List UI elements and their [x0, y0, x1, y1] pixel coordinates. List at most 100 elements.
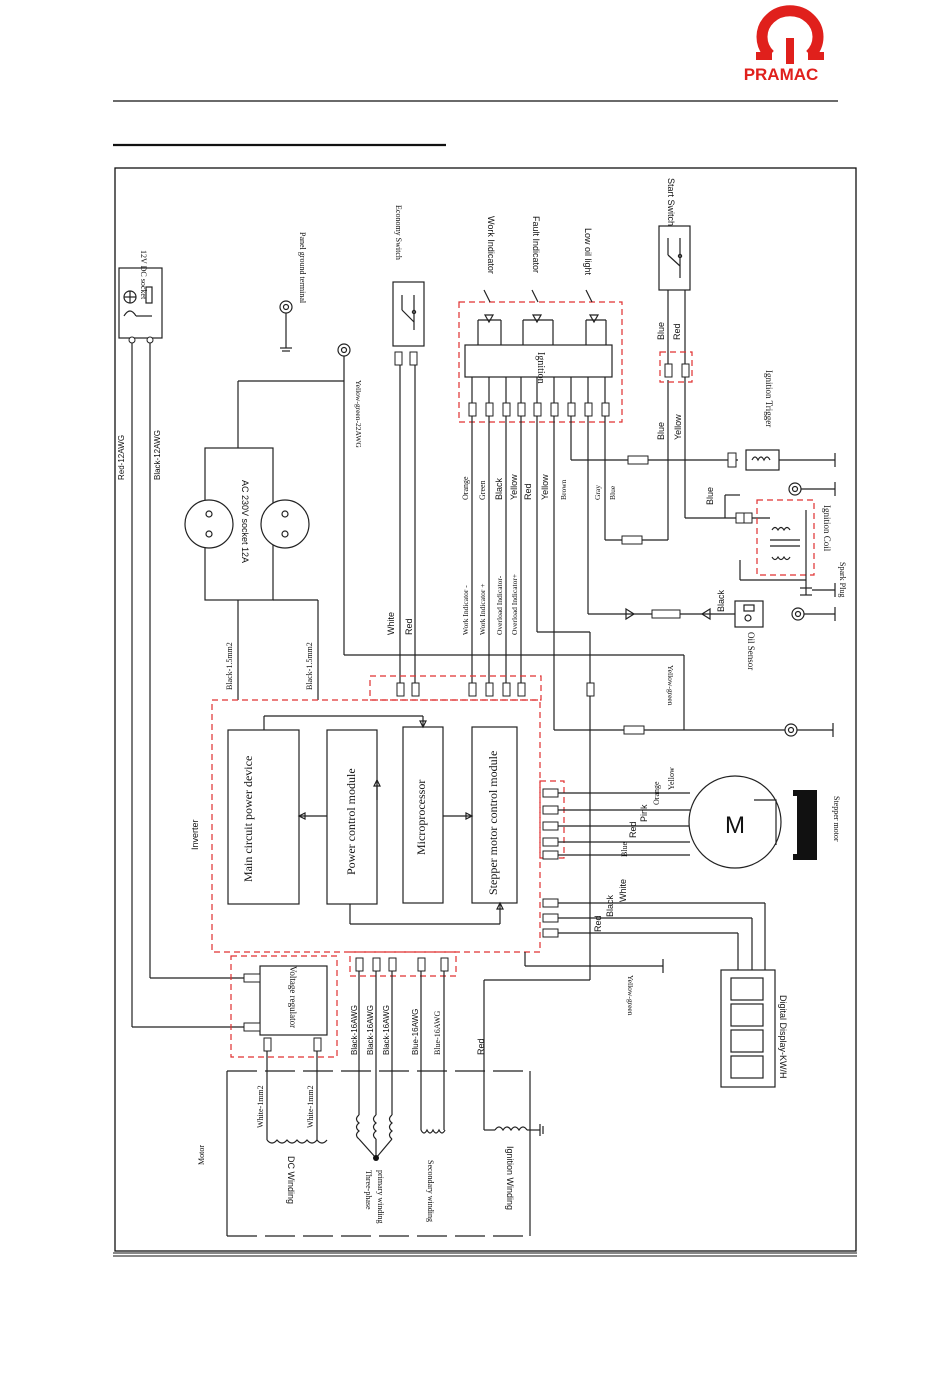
wire-red: Red — [404, 618, 414, 635]
ac-socket-label: AC 230V socket 12A — [240, 480, 250, 563]
ac-socket: AC 230V socket 12A — [184, 381, 319, 700]
ind-color-7: Gray — [593, 485, 602, 500]
bottom-wire-1: Black-16AWG — [366, 1005, 375, 1055]
ignition-box-label: Ignition — [535, 352, 546, 384]
reg-wire-white-b: White-1mm2 — [306, 1085, 315, 1128]
start-switch: Start Switch — [658, 178, 691, 291]
economy-switch-label: Economy Switch — [394, 205, 403, 260]
wire-black-1-5mm2-a: Black-1.5mm2 — [225, 642, 234, 690]
ind-signal-2: Overload Indicator- — [495, 575, 504, 635]
ignition-winding-label: Ignition Winding — [505, 1146, 515, 1210]
bottom-wire-2: Black-16AWG — [382, 1005, 391, 1055]
ind-color-1: Green — [478, 480, 487, 500]
panel-ground-label: Panel ground terminal — [298, 232, 307, 304]
display-wire-1: Black — [605, 894, 615, 917]
brand-name: PRAMAC — [744, 65, 819, 84]
voltage-regulator-label: Voltage regulator — [288, 966, 298, 1028]
oil-wire-black: Black — [716, 589, 726, 612]
power-control-label: Power control module — [344, 768, 358, 875]
stepper-wire-2: Pink — [639, 804, 649, 822]
work-indicator-label: Work Indicator — [486, 216, 496, 274]
oil-sensor-label: Oil Sensor — [746, 632, 756, 670]
ignition-coil-label: Ignition Coil — [822, 505, 832, 552]
panel-ground-terminal: Panel ground terminal — [279, 232, 307, 352]
digital-display: Digital Display-KW/H — [720, 969, 788, 1088]
ind-color-4: Red — [523, 483, 533, 500]
three-phase-label: Three-phase — [364, 1170, 373, 1210]
stepper-connectors — [542, 788, 690, 860]
stepper-wire-0: Yellow — [667, 767, 676, 790]
spark-plug-label: Spark Plug — [838, 562, 847, 597]
wire-red-12awg: Red-12AWG — [117, 435, 126, 480]
power-control-module — [326, 729, 378, 905]
start-switch-label: Start Switch — [666, 178, 676, 226]
ind-color-2: Black — [494, 477, 504, 500]
stepper-wire-4: Blue — [620, 841, 629, 857]
indicator-group-outline — [458, 301, 623, 423]
main-circuit-label: Main circuit power device — [241, 756, 255, 882]
stepper-control-label: Stepper motor control module — [486, 751, 500, 895]
oil-sensor: Oil Sensor Black — [625, 589, 836, 670]
wire-white: White — [386, 612, 396, 635]
motor-letter: M — [725, 812, 745, 839]
display-wire-0: White — [618, 879, 628, 902]
start-wire-red: Red — [672, 323, 682, 340]
inverter-label: Inverter — [190, 819, 200, 850]
wire-yellow-green-2: Yellow-green — [626, 975, 635, 1016]
bottom-connectors — [355, 957, 449, 1130]
ind-signal-1: Work Indicator + — [478, 583, 487, 635]
dc-winding-label: DC Winding — [286, 1156, 296, 1204]
trigger-wire-blue: Blue — [656, 422, 666, 440]
ind-signal-3: Overload Indicator+ — [510, 574, 519, 635]
reg-wire-white-a: White-1mm2 — [256, 1085, 265, 1128]
ign-wire-red: Red — [476, 1038, 486, 1055]
ind-color-0: Orange — [461, 476, 470, 500]
microprocessor-label: Microprocessor — [414, 780, 428, 855]
ignition-trigger: Ignition Trigger — [727, 370, 836, 471]
coil-wire-blue: Blue — [705, 487, 715, 505]
regulator-outline — [230, 955, 338, 1058]
bottom-wire-0: Black-16AWG — [350, 1005, 359, 1055]
stepper-wire-1: Orange — [652, 781, 661, 805]
ind-signal-0: Work Indicator - — [461, 585, 470, 635]
diagram-frame — [114, 167, 857, 1252]
ind-color-3: Yellow — [509, 474, 519, 500]
wire-yellow-green-22awg: Yellow-green-22AWG — [354, 380, 363, 448]
wire-black-1-5mm2-b: Black-1.5mm2 — [305, 642, 314, 690]
bottom-wire-4: Blue-16AWG — [433, 1011, 442, 1055]
ignition-coil: Ignition Coil Blue — [705, 482, 836, 581]
wire-black-12awg: Black-12AWG — [153, 430, 162, 480]
main-circuit-module — [227, 729, 300, 905]
trigger-wire-yellow: Yellow — [673, 414, 683, 440]
top-connector-outline — [369, 675, 542, 701]
ignition-trigger-label: Ignition Trigger — [764, 370, 774, 427]
ind-color-6: Brown — [559, 479, 568, 500]
ignition-winding: Ignition Winding — [494, 1124, 544, 1210]
digital-display-label: Digital Display-KW/H — [778, 995, 788, 1079]
stepper-motor-label: Stepper motor — [832, 796, 841, 842]
wire-yellow-green: Yellow-green — [666, 665, 675, 706]
dc-socket-label: 12V DC socket — [139, 250, 148, 300]
three-phase-winding: Three-phase primary winding — [355, 1114, 393, 1224]
voltage-regulator: Voltage regulator — [243, 965, 328, 1052]
stepper-wire-3: Red — [628, 821, 638, 838]
secondary-winding: Secondary winding — [420, 1128, 446, 1222]
ind-color-5: Yellow — [540, 474, 550, 500]
microprocessor-module — [402, 726, 444, 904]
stepper-motor: M Stepper motor — [688, 775, 841, 869]
ignition-box — [464, 344, 613, 378]
low-oil-light-label: Low oil light — [583, 228, 593, 276]
motor-label: Motor — [197, 1145, 206, 1165]
ind-color-8: Blue — [608, 485, 617, 500]
dc-socket: 12V DC socket — [118, 250, 163, 344]
stepper-control-module — [471, 726, 518, 904]
primary-winding-label: primary winding — [376, 1170, 385, 1224]
bottom-wire-3: Blue-16AWG — [411, 1009, 420, 1055]
fault-indicator-label: Fault Indicator — [531, 216, 541, 273]
display-connectors — [542, 898, 766, 970]
pramac-logo: PRAMAC — [744, 5, 824, 84]
secondary-winding-label: Secondary winding — [426, 1160, 435, 1222]
display-wire-2: Red — [593, 915, 603, 932]
